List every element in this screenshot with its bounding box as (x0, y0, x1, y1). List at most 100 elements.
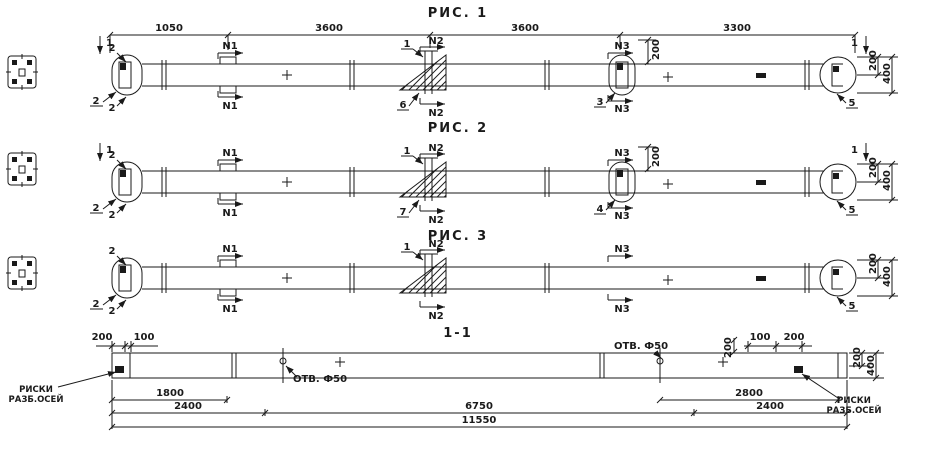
callout-label: 5 (849, 301, 856, 312)
figure-1-callout-sleeve: 3 (594, 92, 616, 108)
figure-3-right-dims: 200 400 (857, 253, 898, 300)
figure-1-callout-gusset: 6 (397, 92, 420, 111)
dim-label: 200 (651, 39, 662, 60)
figure-3-title: РИС. 3 (428, 229, 488, 244)
dim-label: 200 (784, 332, 805, 343)
cut-mark-label: 1 (851, 38, 858, 49)
figure-1-callout-gusset-top: 1 (401, 39, 424, 58)
figure-3-axis-n1: N1 N1 (217, 244, 243, 315)
callout-label: 5 (849, 205, 856, 216)
dim-label: 200 (723, 337, 734, 358)
cut-mark-label: 2 (109, 246, 116, 257)
section-1-1: 1-1 200 100 ОТВ. Ф50 (9, 326, 884, 431)
figure-1: РИС. 1 1050 3600 3600 3300 1 1 2 2 (90, 6, 898, 119)
figure-2-axis-n1: N1 N1 (217, 148, 243, 219)
axis-label: N2 (428, 215, 443, 226)
section-top-right-dims: 100 200 (744, 332, 812, 352)
dim-label: 1800 (156, 388, 184, 399)
figure-3-axis-n2: N2 N2 (419, 239, 445, 322)
figure-3: РИС. 3 2 2 N1 N1 N2 N2 N3 N3 2 (90, 229, 898, 322)
dim-label: 400 (882, 63, 893, 84)
cut-mark-label: 1 (106, 38, 113, 49)
cut-mark-label: 2 (109, 306, 116, 317)
figure-3-axis-n3: N3 N3 (607, 244, 633, 315)
section-right-dims: 200 400 (849, 347, 884, 382)
figure-1-callout-end-left: 2 (90, 91, 117, 107)
dim-label: 100 (750, 332, 771, 343)
figure-2-section-cut-1: 1 1 (97, 143, 869, 161)
callout-label: 4 (597, 204, 604, 215)
axis-label: N2 (428, 143, 443, 154)
section-top-left-dims: 200 100 (92, 332, 158, 352)
hole-label: ОТВ. Ф50 (614, 341, 668, 352)
figure-2-callout-end-right: 5 (836, 200, 858, 216)
dim-label: 400 (866, 355, 877, 376)
section-hole-label-left: ОТВ. Ф50 (285, 365, 347, 385)
dim-label: 2400 (174, 401, 202, 412)
axis-label: N2 (428, 36, 443, 47)
cut-mark-label: 2 (109, 150, 116, 161)
dim-label: 200 (651, 146, 662, 167)
callout-label: 1 (404, 39, 411, 50)
figure-2-callout-gusset: 7 (397, 199, 420, 218)
section-risk-label-left: РИСКИ РАЗБ.ОСЕЙ (9, 371, 117, 405)
figure-1-title: РИС. 1 (428, 6, 488, 21)
figure-2: РИС. 2 1 1 2 2 N1 N1 N2 N2 (90, 121, 898, 226)
axis-label: N1 (222, 41, 237, 52)
section-title: 1-1 (443, 326, 473, 341)
figure-2-section-cut-2: 2 2 (109, 150, 127, 221)
figure-1-section-cut-1: 1 1 (97, 36, 869, 54)
section-beam (111, 348, 848, 383)
cut-mark-label: 1 (106, 145, 113, 156)
axis-label: N1 (222, 101, 237, 112)
callout-label: 1 (404, 242, 411, 253)
figure-1-callout-end-right: 5 (836, 93, 858, 109)
axis-label: N2 (428, 311, 443, 322)
figure-2-callout-gusset-top: 1 (401, 146, 424, 165)
axis-label: N1 (222, 244, 237, 255)
figure-3-callout-gusset-top: 1 (401, 242, 424, 261)
dim-label: 11550 (462, 415, 497, 426)
risk-label: РАЗБ.ОСЕЙ (9, 393, 64, 405)
dim-label: 200 (868, 157, 879, 178)
axis-label: N3 (614, 104, 629, 115)
dim-label: 6750 (465, 401, 493, 412)
figure-1-dim-n3-offset: 200 (638, 36, 662, 66)
axis-label: N2 (428, 239, 443, 250)
axis-label: N1 (222, 148, 237, 159)
figure-3-section-cut-2: 2 2 (109, 246, 127, 317)
figure-2-dim-n3-offset: 200 (638, 143, 662, 173)
dim-label: 200 (868, 50, 879, 71)
dim-label: 1050 (155, 23, 183, 34)
figure-2-callout-sleeve: 4 (594, 199, 616, 215)
dim-label: 400 (882, 266, 893, 287)
axis-label: N3 (614, 211, 629, 222)
section-risk-label-right: РИСКИ РАЗБ.ОСЕЙ (801, 373, 881, 416)
figure-2-callout-end-left: 2 (90, 198, 117, 214)
dim-label: 3300 (723, 23, 751, 34)
callout-label: 2 (93, 203, 100, 214)
axis-label: N3 (614, 304, 629, 315)
cut-mark-label: 2 (109, 103, 116, 114)
figure-2-right-dims: 200 400 (857, 157, 898, 204)
callout-label: 2 (93, 96, 100, 107)
cut-mark-label: 2 (109, 43, 116, 54)
callout-label: 5 (849, 98, 856, 109)
axis-label: N2 (428, 108, 443, 119)
dim-label: 200 (92, 332, 113, 343)
dim-label: 3600 (511, 23, 539, 34)
cut-mark-label: 1 (851, 145, 858, 156)
figure-2-title: РИС. 2 (428, 121, 488, 136)
dim-label: 2400 (756, 401, 784, 412)
callout-label: 1 (404, 146, 411, 157)
dim-label: 200 (868, 253, 879, 274)
callout-label: 6 (400, 100, 407, 111)
hole-label: ОТВ. Ф50 (293, 374, 347, 385)
cut-mark-label: 2 (109, 210, 116, 221)
dim-label: 100 (134, 332, 155, 343)
figure-1-top-dimensions: 1050 3600 3600 3300 (106, 23, 859, 53)
risk-label: РИСКИ (837, 396, 871, 406)
callout-label: 3 (597, 97, 604, 108)
